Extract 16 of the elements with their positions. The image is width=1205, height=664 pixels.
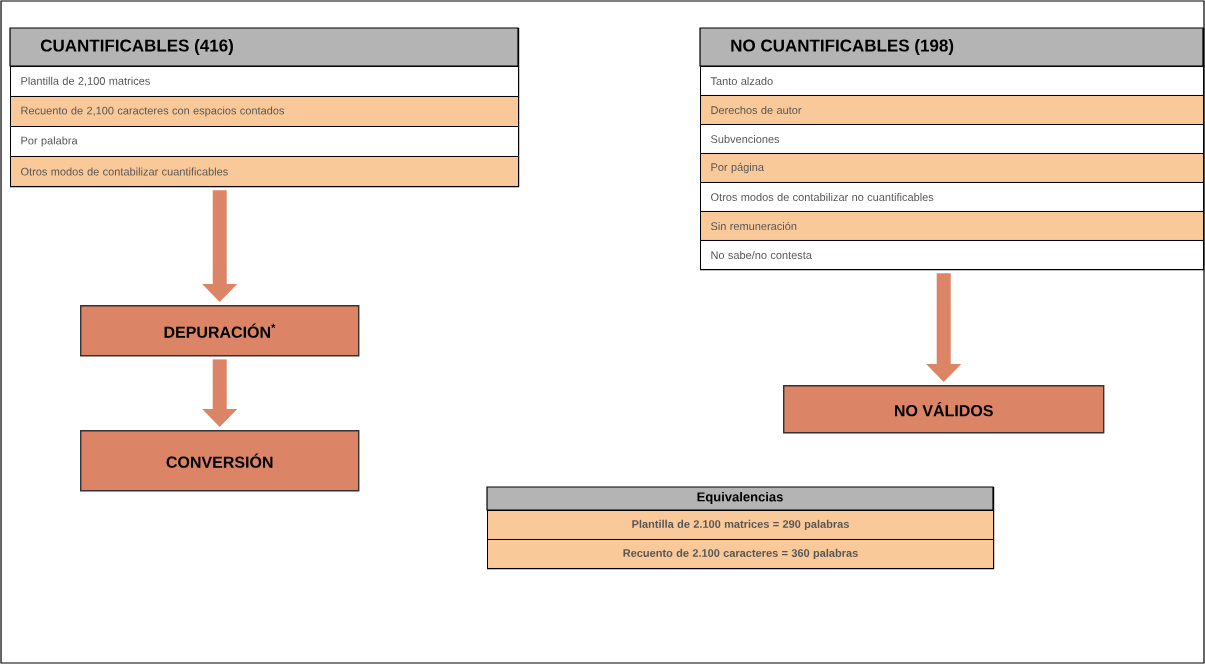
table-row: Derechos de autor [700, 95, 1204, 125]
table-row: Otros modos de contabilizar cuantificables [10, 156, 519, 187]
process-box: CONVERSIÓN [80, 430, 360, 492]
table-row: Otros modos de contabilizar no cuantificables [700, 182, 1204, 212]
table-row: Recuento de 2.100 caracteres = 360 palabras [487, 539, 994, 569]
table-row: Plantilla de 2.100 matrices = 290 palabras [487, 510, 994, 540]
process-box: NO VÁLIDOS [783, 385, 1105, 434]
table-row: Tanto alzado [700, 66, 1204, 96]
table-row: Subvenciones [700, 124, 1204, 154]
table-row: No sabe/no contesta [700, 240, 1204, 270]
table-row: Sin remuneración [700, 211, 1204, 241]
table-row: Por palabra [10, 126, 519, 157]
table-row: Plantilla de 2,100 matrices [10, 66, 519, 97]
process-box: DEPURACIÓN$^{*}$ [80, 305, 360, 357]
table-row: Recuento de 2,100 caracteres con espacios contados [10, 96, 519, 127]
table-row: Por página [700, 153, 1204, 183]
